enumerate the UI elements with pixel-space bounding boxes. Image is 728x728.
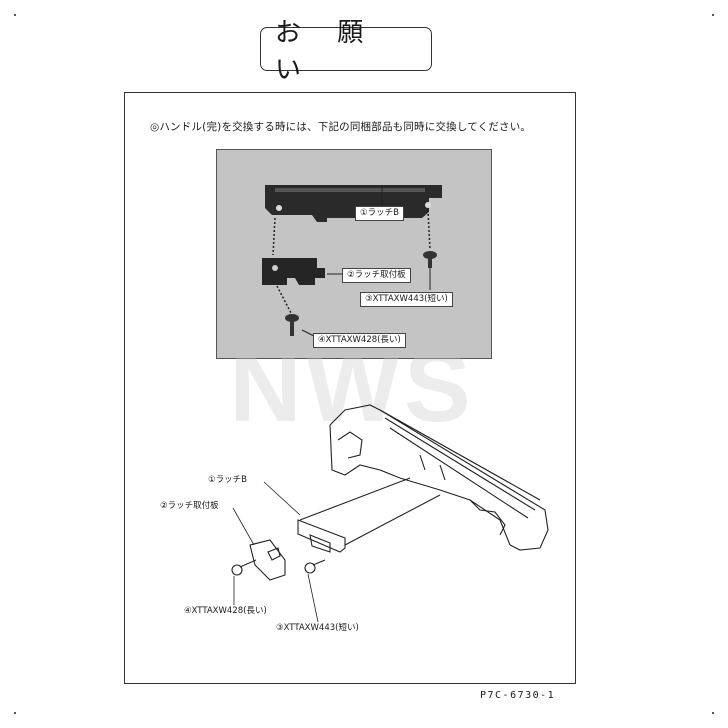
frame-rail-top xyxy=(379,409,541,501)
diagram-label-latch-plate: ②ラッチ取付板 xyxy=(160,501,219,511)
corner-mark-top-left xyxy=(14,14,16,16)
diagram-label-latch-b: ①ラッチB xyxy=(208,475,247,485)
diagram-label-screw-long: ④XTTAXW428(長い) xyxy=(184,606,267,616)
leader-diagram-screw-short xyxy=(307,573,319,623)
photo-label-screw-long: ④XTTAXW428(長い) xyxy=(313,333,406,348)
leader-screw-long xyxy=(301,329,315,337)
latch-plate-diagram xyxy=(249,539,286,581)
latch-b-tab xyxy=(309,534,331,553)
guide-plate-to-screw xyxy=(276,285,292,314)
leader-diagram-latch-plate xyxy=(232,507,255,546)
instruction-text: ◎ハンドル(完)を交換する時には、下記の同梱部品も同時に交換してください。 xyxy=(150,121,532,133)
frame-rib-1 xyxy=(419,454,426,471)
screw-short-diagram xyxy=(304,562,316,574)
frame-bracket xyxy=(337,431,363,459)
page-title-text: お 願 い xyxy=(275,18,378,85)
latch-plate-part xyxy=(262,258,325,285)
latch-plate-hole xyxy=(272,265,278,271)
screw-long-diagram xyxy=(231,564,243,576)
screw-long-shaft xyxy=(290,318,294,336)
screw-long-shaft-diagram xyxy=(239,559,257,568)
photo-label-screw-short: ③XTTAXW443(短い) xyxy=(360,292,453,307)
frame-left-end xyxy=(329,424,401,479)
photo-label-latch-b: ①ラッチB xyxy=(355,206,404,221)
guide-latch-bottom xyxy=(344,494,441,546)
diagram-label-screw-short: ③XTTAXW443(短い) xyxy=(276,623,359,633)
latch-plate-notch xyxy=(267,547,281,561)
page-title: お 願 い xyxy=(260,18,432,85)
photo-label-latch-plate: ②ラッチ取付板 xyxy=(342,268,411,283)
screw-short-shaft xyxy=(428,255,432,268)
corner-mark-top-right xyxy=(712,14,714,16)
frame-slot xyxy=(469,499,506,536)
footer-code: P7C-6730-1 xyxy=(480,690,556,701)
screw-short-shaft-diagram xyxy=(312,559,326,566)
guide-latch-top xyxy=(299,477,411,521)
latch-b-highlight xyxy=(275,188,425,192)
latch-b-hole-right xyxy=(425,202,431,208)
frame-rail-inner xyxy=(389,427,529,519)
corner-mark-bottom-right xyxy=(712,712,714,714)
frame-rib-2 xyxy=(439,464,446,481)
latch-b-diagram xyxy=(297,519,346,553)
guide-latch-to-screw xyxy=(427,209,431,251)
content-frame xyxy=(124,92,576,684)
corner-mark-bottom-left xyxy=(14,712,16,714)
latch-b-hole-left xyxy=(276,205,282,211)
leader-diagram-latch-b xyxy=(263,481,301,516)
frame-rail-mid xyxy=(384,417,536,511)
frame-rail-outer xyxy=(329,404,549,551)
